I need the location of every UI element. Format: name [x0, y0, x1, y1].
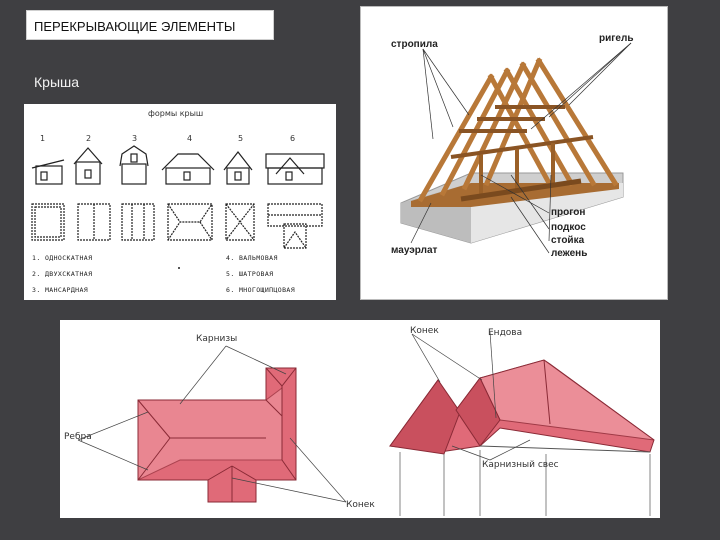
collar-ties [459, 105, 565, 133]
roof-plan [137, 367, 297, 503]
legend-item-4: 4. вальмовая [226, 254, 278, 262]
roof-elements-drawing [77, 331, 655, 516]
label-mauerlat: мауэрлат [391, 245, 438, 256]
legend-item-1: 1. односкатная [32, 254, 93, 262]
form-5-plan [225, 203, 255, 241]
label-konek-plan: Конек [346, 500, 375, 510]
roof-forms-drawings [31, 145, 325, 269]
form-number-3: 3 [132, 134, 138, 143]
rafters [417, 57, 619, 203]
roof-forms-heading: формы крыш [148, 109, 204, 118]
label-endova: Ендова [488, 328, 523, 338]
form-number-5: 5 [238, 134, 244, 143]
label-konek-perspective: Конек [410, 326, 439, 336]
label-rigel: ригель [599, 33, 634, 44]
form-3-plan [121, 203, 155, 241]
form-6-elevation [265, 153, 325, 185]
form-2-plan [77, 203, 111, 241]
slide-subtitle: Крыша [34, 74, 80, 90]
roof-perspective [389, 359, 655, 455]
label-rebra: Ребра [64, 432, 92, 442]
form-4-elevation [161, 153, 215, 185]
form-2-elevation [73, 147, 103, 185]
form-number-6: 6 [290, 134, 296, 143]
rafter-structure-drawing [400, 42, 632, 254]
form-4-plan [167, 203, 213, 241]
rafter-structure-panel: стропила ригель прогон подкос стойка леж… [360, 6, 668, 300]
form-5-elevation [223, 151, 253, 185]
slide-title: ПЕРЕКРЫВАЮЩИЕ ЭЛЕМЕНТЫ [26, 10, 274, 40]
form-number-2: 2 [86, 134, 92, 143]
form-number-4: 4 [187, 134, 193, 143]
legend-item-5: 5. шатровая [226, 270, 274, 278]
pointer-lines-bottom [77, 331, 531, 503]
label-karniznyi-sves: Карнизный свес [482, 460, 559, 470]
label-stropila: стропила [391, 39, 438, 50]
legend-item-2: 2. двухскатная [32, 270, 93, 278]
form-1-plan [31, 203, 65, 241]
legend-item-6: 6. многощипцовая [226, 286, 296, 294]
roof-elements-panel: Карнизы Ребра Конек Конек Ендова Карнизн… [60, 320, 660, 518]
label-podkos: подкос [551, 222, 586, 233]
legend-item-3: 3. мансардная [32, 286, 89, 294]
stray-dot [178, 267, 180, 269]
form-number-1: 1 [40, 134, 46, 143]
label-karnizy: Карнизы [196, 334, 238, 344]
form-1-elevation [31, 159, 65, 185]
purlin [450, 135, 594, 159]
label-progon: прогон [551, 207, 586, 218]
pointer-lines [410, 42, 632, 254]
wall-lines [399, 450, 651, 516]
form-3-elevation [119, 145, 149, 185]
label-stoyka: стойка [551, 235, 585, 246]
sill-beam [460, 178, 582, 202]
form-6-plan [267, 203, 323, 249]
roof-forms-panel: формы крыш 1 2 3 4 5 6 [24, 104, 336, 300]
label-lezhen: лежень [551, 248, 588, 259]
